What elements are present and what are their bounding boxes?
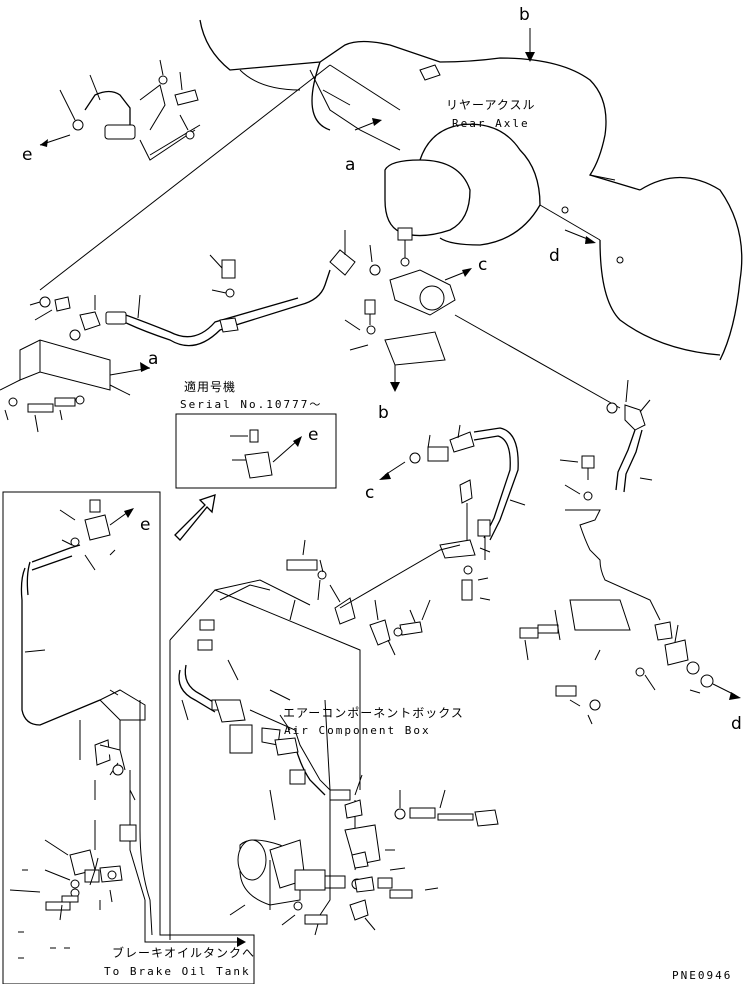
callout-c-mid: c: [365, 483, 374, 503]
callout-b-mid: b: [378, 403, 389, 423]
frame-outline: [39, 64, 401, 291]
air-component-box: [169, 539, 461, 940]
air-box-en-label: Air Component Box: [284, 724, 431, 737]
brake-tank-jp-label: ブレーキオイルタンクへ: [112, 945, 255, 960]
serial-inset: [174, 413, 337, 541]
callout-c-right: c: [478, 255, 487, 275]
bottom-cylinder: [229, 699, 499, 936]
callout-a-top: a: [345, 155, 355, 175]
rear-axle-en-label: Rear Axle: [452, 117, 530, 130]
right-hose-d: [519, 379, 741, 725]
brake-tank-en-label: To Brake Oil Tank: [104, 965, 251, 978]
callout-arrows: [354, 28, 596, 244]
callout-d-right: d: [549, 246, 560, 266]
callout-e-inset: e: [308, 425, 318, 445]
top-left-parts: [39, 59, 201, 161]
center-hose: [379, 424, 526, 601]
brake-tank-inset: [2, 491, 255, 984]
serial-en-label: Serial No.10777～: [180, 398, 322, 411]
callout-e-topleft: e: [22, 145, 32, 165]
serial-jp-label: 適用号機: [184, 379, 236, 394]
left-mid-parts: [0, 230, 381, 433]
drawing-number: PNE0946: [672, 969, 732, 982]
callout-e-left: e: [140, 515, 150, 535]
callout-d-bottom: d: [731, 714, 742, 734]
rear-axle: [199, 19, 743, 361]
callout-a-left: a: [148, 349, 158, 369]
air-box-jp-label: エアーコンポーネントボックス: [283, 706, 464, 720]
valve-c: [344, 227, 621, 409]
callout-b-top: b: [519, 5, 530, 25]
rear-axle-jp-label: リヤーアクスル: [446, 98, 536, 112]
